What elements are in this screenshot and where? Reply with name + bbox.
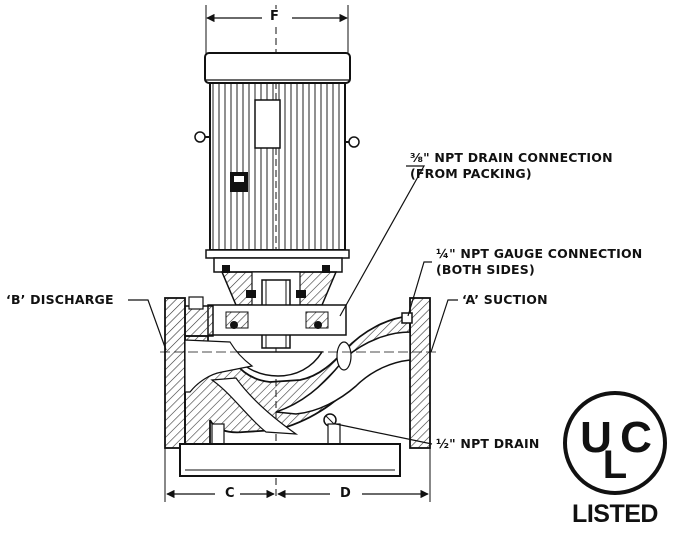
leader-gauge-connection: [407, 261, 432, 317]
base-plate: [179, 443, 401, 477]
ul-listed-label: LISTED: [572, 500, 658, 528]
callout-discharge: ‘B’ DISCHARGE: [6, 292, 114, 307]
leader-suction: [430, 299, 458, 353]
callout-gauge-connection-line1: ¼" NPT GAUGE CONNECTION: [436, 246, 643, 261]
callout-gauge-connection: ¼" NPT GAUGE CONNECTION (BOTH SIDES): [436, 246, 642, 278]
dimension-c-label: C: [222, 486, 238, 501]
suction-flange: [409, 297, 431, 449]
svg-text:U: U: [580, 413, 612, 462]
eyebolt-right: [348, 136, 360, 148]
motor-cap: [204, 52, 351, 84]
callout-suction: ‘A’ SUCTION: [462, 292, 548, 307]
leader-drain-connection: [339, 165, 426, 317]
ul-logo: U L C: [563, 391, 667, 495]
dimension-d-label: D: [337, 486, 354, 501]
motor-junction-box: [254, 99, 281, 149]
dimension-f-label: F: [267, 9, 282, 24]
callout-drain-connection-line2: (FROM PACKING): [410, 166, 532, 181]
callout-gauge-connection-line2: (BOTH SIDES): [436, 262, 535, 277]
discharge-flange: [164, 297, 186, 449]
svg-text:L: L: [603, 443, 627, 487]
svg-text:C: C: [620, 413, 652, 462]
eyebolt-left: [194, 131, 206, 143]
callout-npt-drain: ½" NPT DRAIN: [436, 436, 540, 451]
callout-drain-connection: ⅜" NPT DRAIN CONNECTION (FROM PACKING): [410, 150, 613, 182]
leader-discharge: [128, 299, 167, 351]
callout-drain-connection-line1: ⅜" NPT DRAIN CONNECTION: [410, 150, 613, 165]
leader-npt-drain: [335, 423, 433, 445]
